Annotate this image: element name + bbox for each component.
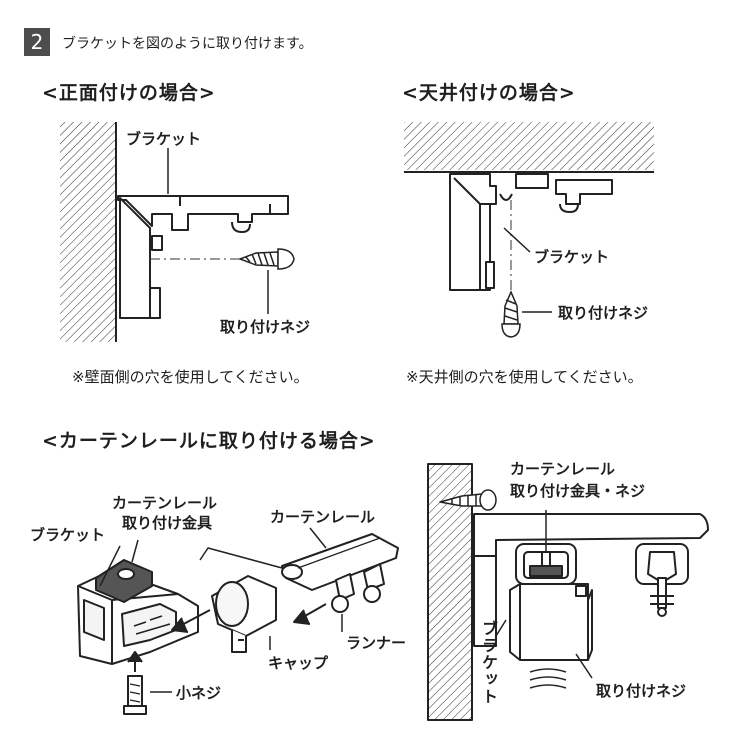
front-mount-title: <正面付けの場合> xyxy=(42,82,216,104)
ceiling-wood-screw xyxy=(501,290,521,338)
step-number-badge: 2 xyxy=(24,28,50,56)
rail-assembly-figure xyxy=(77,527,399,715)
detail-wall-screw xyxy=(439,489,497,511)
front-mount-figure xyxy=(60,122,295,342)
rail-fitting-label-line1: カーテンレール xyxy=(112,494,218,512)
step-instruction: ブラケットを図のように取り付けます。 xyxy=(62,36,313,52)
front-note: ※壁面側の穴を使用してください。 xyxy=(72,368,309,386)
detail-fitting-label-line2: 取り付け金具・ネジ xyxy=(510,482,646,500)
ceiling-note: ※天井側の穴を使用してください。 xyxy=(406,368,643,386)
curtain-rail-tube xyxy=(281,533,399,591)
small-screw-label: 小ネジ xyxy=(176,684,222,702)
detail-screw-label: 取り付けネジ xyxy=(596,682,687,700)
ceiling-mount-title: <天井付けの場合> xyxy=(402,82,576,104)
bracket-ceiling-view xyxy=(449,173,613,291)
ceiling-mount-figure xyxy=(404,122,654,338)
rail-bracket-label: ブラケット xyxy=(30,526,106,544)
ceiling-screw-label: 取り付けネジ xyxy=(558,304,649,322)
detail-bracket-arm xyxy=(473,513,709,647)
detail-bracket-label: ブラケット xyxy=(479,620,498,705)
detail-rail-profile xyxy=(635,543,689,617)
runner-pieces xyxy=(331,563,385,613)
rail-fitting-plate xyxy=(95,559,153,603)
detail-screw-hint xyxy=(529,668,567,689)
runner-arrow xyxy=(293,603,327,625)
cap-piece xyxy=(211,575,277,653)
ceiling-hatch xyxy=(404,122,654,170)
small-screw xyxy=(123,675,147,715)
rail-label: カーテンレール xyxy=(270,508,376,526)
ceiling-bracket-label: ブラケット xyxy=(534,248,610,266)
wall-hatch xyxy=(60,122,116,342)
rail-mount-title: <カーテンレールに取り付ける場合> xyxy=(42,430,376,452)
detail-fitting-label-line1: カーテンレール xyxy=(510,460,616,478)
detail-rail-fitting xyxy=(515,510,577,585)
rail-fitting-label-line2: 取り付け金具 xyxy=(122,514,213,532)
bracket-side-view xyxy=(117,195,289,319)
ceiling-bracket-leader xyxy=(503,227,531,253)
wood-screw xyxy=(237,248,295,270)
small-screw-up-arrow xyxy=(127,651,143,672)
runner-label: ランナー xyxy=(346,634,407,652)
cap-arrow xyxy=(171,609,211,633)
rail-detail-figure xyxy=(427,463,709,721)
detail-bracket-body xyxy=(509,583,593,661)
front-bracket-label: ブラケット xyxy=(126,130,202,148)
cap-label: キャップ xyxy=(268,654,329,672)
front-screw-label: 取り付けネジ xyxy=(220,318,311,336)
